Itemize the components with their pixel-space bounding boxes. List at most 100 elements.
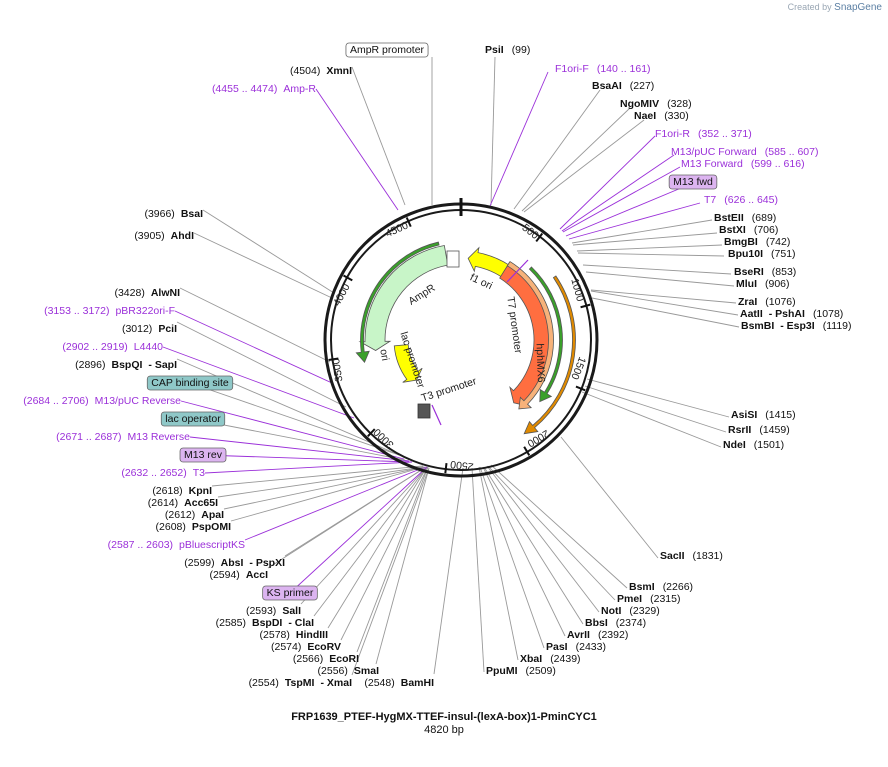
primer-label-f1ori-r[interactable]: F1ori-R(352 .. 371) xyxy=(655,128,752,140)
enzyme-label-ecori[interactable]: EcoRI(2566) xyxy=(293,653,359,665)
enzyme-label-bamhi[interactable]: BamHI(2548) xyxy=(364,677,434,689)
enzyme-label-ndei[interactable]: NdeI(1501) xyxy=(723,439,784,451)
primer-label-m13-reverse[interactable]: M13 Reverse(2671 .. 2687) xyxy=(56,431,190,443)
leader-line-bsmbi xyxy=(591,297,740,328)
label-name: F1ori-F xyxy=(555,63,589,75)
primer-label-m13-puc-reverse[interactable]: M13/pUC Reverse(2684 .. 2706) xyxy=(23,395,181,407)
enzyme-label-bsai[interactable]: BsaI(3966) xyxy=(144,208,203,220)
leader-line-bsteii xyxy=(571,219,713,244)
label-name: BspDI xyxy=(252,617,282,629)
enzyme-label-alwni[interactable]: AlwNI(3428) xyxy=(114,287,180,299)
label-name-2: - SapI xyxy=(148,359,177,371)
feature-tag-lac-operator[interactable]: lac operator xyxy=(160,411,226,427)
enzyme-label-bsmbi[interactable]: BsmBI- Esp3I(1119) xyxy=(741,320,852,332)
tick-mark-3000 xyxy=(367,428,376,437)
label-name: PsiI xyxy=(485,44,504,56)
enzyme-label-acc65i[interactable]: Acc65I(2614) xyxy=(148,497,218,509)
enzyme-label-bsmi[interactable]: BsmI(2266) xyxy=(629,581,693,593)
label-name: T3 xyxy=(193,467,205,479)
label-position: (626 .. 645) xyxy=(724,194,778,206)
enzyme-label-sali[interactable]: SalI(2593) xyxy=(246,605,301,617)
label-name: EcoRV xyxy=(307,641,341,653)
label-position: (4504) xyxy=(290,65,320,77)
feature-lac-operator-box xyxy=(417,403,431,419)
feature-tag-text: AmpR promoter xyxy=(350,44,425,56)
primer-label-l4440[interactable]: L4440(2902 .. 2919) xyxy=(62,341,163,353)
primer-label-m13-puc-forward[interactable]: M13/pUC Forward(585 .. 607) xyxy=(671,146,818,158)
tick-label-2500: 2500 xyxy=(450,458,475,473)
enzyme-label-bmgbi[interactable]: BmgBI(742) xyxy=(724,236,790,248)
enzyme-label-bseri[interactable]: BseRI(853) xyxy=(734,266,796,278)
leader-line-psii xyxy=(490,56,496,206)
enzyme-label-avrii[interactable]: AvrII(2392) xyxy=(567,629,628,641)
enzyme-label-rsrii[interactable]: RsrII(1459) xyxy=(728,424,790,436)
enzyme-label-zrai[interactable]: ZraI(1076) xyxy=(738,296,796,308)
primer-label-m13-forward[interactable]: M13 Forward(599 .. 616) xyxy=(681,158,805,170)
primer-label-t3[interactable]: T3(2632 .. 2652) xyxy=(121,467,205,479)
feature-tag-cap-binding-site[interactable]: CAP binding site xyxy=(146,375,234,391)
enzyme-label-pspomi[interactable]: PspOMI(2608) xyxy=(156,521,232,533)
enzyme-label-aatii[interactable]: AatII- PshAI(1078) xyxy=(740,308,843,320)
label-name: XbaI xyxy=(520,653,542,665)
enzyme-label-psii[interactable]: PsiI(99) xyxy=(485,44,530,56)
enzyme-label-pcii[interactable]: PciI(3012) xyxy=(122,323,177,335)
feature-ampr-promoter-box xyxy=(446,250,460,268)
enzyme-label-ecorv[interactable]: EcoRV (2574) xyxy=(271,641,341,653)
label-position: (3153 .. 3172) xyxy=(44,305,109,317)
enzyme-label-asisi[interactable]: AsiSI(1415) xyxy=(731,409,796,421)
enzyme-label-bstxi[interactable]: BstXI(706) xyxy=(719,224,778,236)
enzyme-label-naei[interactable]: NaeI(330) xyxy=(634,110,689,122)
primer-label-amp-r[interactable]: Amp-R(4455 .. 4474) xyxy=(212,83,316,95)
enzyme-label-hindiii[interactable]: HindIII(2578) xyxy=(260,629,329,641)
label-name: SmaI xyxy=(354,665,379,677)
enzyme-label-bsaai[interactable]: BsaAI(227) xyxy=(592,80,654,92)
tick-mark-3500 xyxy=(328,357,339,362)
feature-tag-ampr-promoter[interactable]: AmpR promoter xyxy=(345,42,429,58)
enzyme-label-ngomiv[interactable]: NgoMIV(328) xyxy=(620,98,692,110)
enzyme-label-ahdi[interactable]: AhdI(3905) xyxy=(134,230,194,242)
leader-line-xmni xyxy=(351,66,406,206)
leader-line-noti xyxy=(486,465,600,613)
feature-tag-text: M13 fwd xyxy=(673,176,713,188)
leader-line-avrii xyxy=(482,466,566,637)
tick-mark-4000 xyxy=(343,274,353,282)
enzyme-label-pasi[interactable]: PasI(2433) xyxy=(546,641,606,653)
enzyme-label-ppumi[interactable]: PpuMI(2509) xyxy=(486,665,556,677)
enzyme-label-pmei[interactable]: PmeI(2315) xyxy=(617,593,680,605)
enzyme-label-mlui[interactable]: MluI(906) xyxy=(736,278,790,290)
label-name: BsaI xyxy=(181,208,203,220)
enzyme-label-kpni[interactable]: KpnI(2618) xyxy=(152,485,212,497)
enzyme-label-bpu10i[interactable]: Bpu10I(751) xyxy=(728,248,796,260)
feature-f1-ori-arrow xyxy=(467,246,514,280)
primer-label-t7[interactable]: T7(626 .. 645) xyxy=(704,194,778,206)
primer-label-pbr322ori-f[interactable]: pBR322ori-F(3153 .. 3172) xyxy=(44,305,175,317)
primer-label-f1ori-f[interactable]: F1ori-F (140 .. 161) xyxy=(555,63,651,75)
enzyme-label-apai[interactable]: ApaI(2612) xyxy=(165,509,224,521)
leader-line-pasi xyxy=(479,466,545,649)
enzyme-label-xbai[interactable]: XbaI(2439) xyxy=(520,653,581,665)
feature-tag-ks-primer[interactable]: KS primer xyxy=(262,585,318,601)
label-position: (2608) xyxy=(156,521,186,533)
enzyme-label-bsteii[interactable]: BstEII(689) xyxy=(714,212,776,224)
enzyme-label-sacii[interactable]: SacII(1831) xyxy=(660,550,723,562)
enzyme-label-smai[interactable]: SmaI(2556) xyxy=(318,665,380,677)
label-position: (140 .. 161) xyxy=(597,63,651,75)
label-position: (2574) xyxy=(271,641,301,653)
label-name: Amp-R xyxy=(283,83,316,95)
label-position: (2266) xyxy=(663,581,693,593)
enzyme-label-xmni[interactable]: XmnI(4504) xyxy=(290,65,352,77)
primer-label-pbluescriptks[interactable]: pBluescriptKS(2587 .. 2603) xyxy=(108,539,245,551)
leader-line-m13-forward xyxy=(562,166,681,233)
feature-tag-box xyxy=(160,411,226,427)
feature-tag-m13-fwd[interactable]: M13 fwd xyxy=(668,174,718,190)
enzyme-label-noti[interactable]: NotI(2329) xyxy=(601,605,660,617)
feature-tag-m13-rev[interactable]: M13 rev xyxy=(179,447,227,463)
enzyme-label-acci[interactable]: AccI(2594) xyxy=(209,569,268,581)
label-name: M13 Reverse xyxy=(128,431,191,443)
enzyme-label-bbsi[interactable]: BbsI(2374) xyxy=(585,617,646,629)
